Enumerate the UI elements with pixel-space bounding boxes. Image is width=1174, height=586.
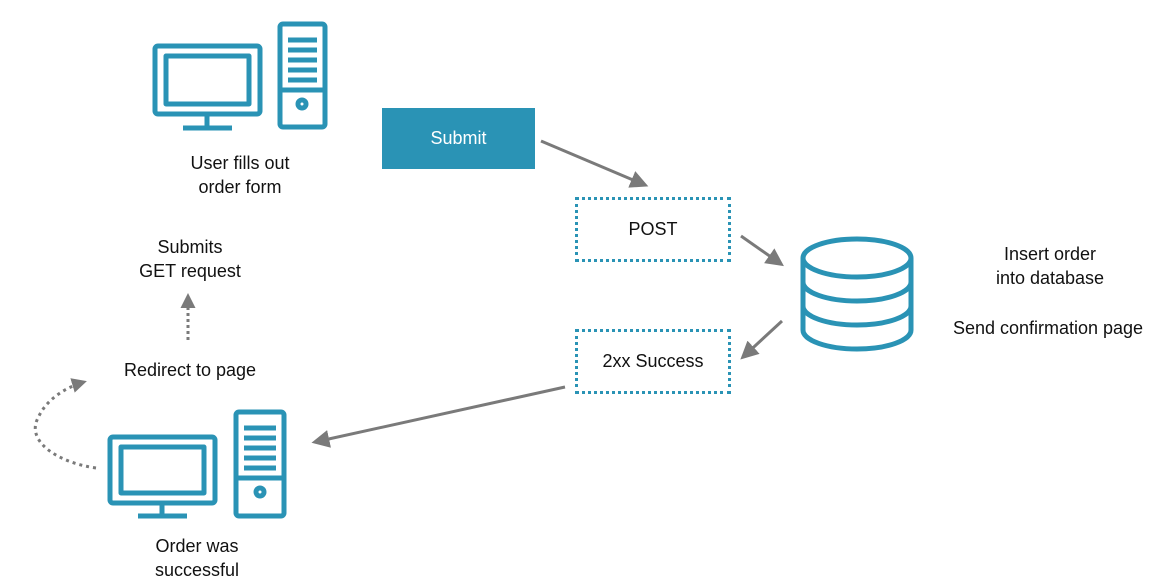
arrow-success-to-client	[311, 385, 566, 448]
insert-line2: into database	[995, 268, 1105, 288]
post-box: POST	[575, 197, 731, 262]
order-successful-label: Order was successful	[117, 534, 277, 582]
order-line1: Order was	[155, 536, 239, 556]
database-icon	[800, 236, 914, 352]
insert-order-label: Insert order into database	[960, 242, 1140, 290]
submits-line2: GET request	[139, 261, 241, 281]
submits-line1: Submits	[157, 237, 223, 257]
insert-line1: Insert order	[1003, 244, 1097, 264]
submit-button[interactable]: Submit	[382, 108, 535, 169]
arrow-database-to-success	[740, 319, 784, 360]
arrow-submit-to-post	[540, 139, 649, 188]
user-fills-label: User fills out order form	[160, 151, 320, 199]
arrow-client-to-redirect	[33, 378, 97, 470]
user-fills-line2: order form	[198, 177, 282, 197]
submits-get-label: Submits GET request	[110, 235, 270, 283]
send-confirmation-label: Send confirmation page	[952, 318, 1144, 338]
desktop-computer-icon	[152, 21, 328, 131]
success-box: 2xx Success	[575, 329, 731, 394]
desktop-computer-icon	[107, 409, 287, 519]
order-line2: successful	[154, 560, 240, 580]
redirect-label: Redirect to page	[123, 360, 257, 380]
user-fills-line1: User fills out	[190, 153, 290, 173]
arrow-post-to-database	[740, 234, 784, 267]
